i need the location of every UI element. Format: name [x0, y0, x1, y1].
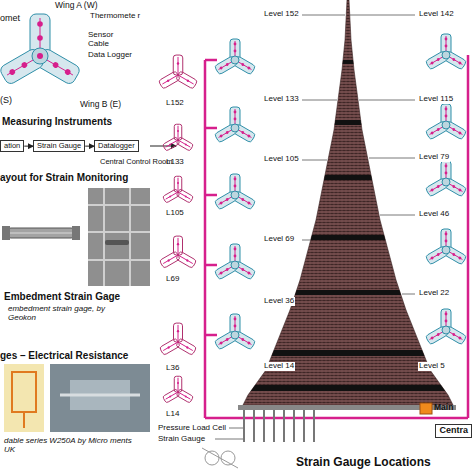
box-text: Datalogger: [98, 142, 135, 150]
instrument-label: Pressure Load Cell: [158, 424, 226, 433]
section-caption: ges – Electrical Resistance: [0, 350, 128, 361]
plan-annotation: Wing A (W): [55, 1, 98, 10]
room-box: Centra: [435, 424, 472, 438]
box-text: Centra: [439, 426, 468, 436]
process-box: Datalogger: [94, 140, 139, 152]
plan-level-tag: L14: [166, 410, 179, 419]
figure-caption: Strain Gauge Locations: [296, 456, 431, 469]
room-label: Main: [434, 403, 453, 412]
section-caption: Measuring Instruments: [2, 116, 112, 127]
plan-annotation: Thermomete r: [90, 12, 142, 21]
level-label: Level 14: [263, 362, 295, 371]
plan-level-tag: L69: [166, 275, 179, 284]
level-label: Level 79: [418, 153, 450, 162]
box-text: ation: [4, 142, 20, 150]
level-label: Level 105: [263, 155, 300, 164]
level-label: Level 152: [263, 10, 300, 19]
flow-arrow: [85, 146, 94, 147]
level-label: Level 69: [263, 235, 295, 244]
level-label: Level 133: [263, 95, 300, 104]
plan-level-tag: L133: [166, 158, 184, 167]
plan-level-tag: L36: [166, 364, 179, 373]
plan-annotation: omet: [0, 14, 20, 24]
plan-level-tag: L152: [166, 99, 184, 108]
level-label: Level 142: [418, 10, 455, 19]
plan-level-tag: L105: [166, 209, 184, 218]
section-caption: Embedment Strain Gage: [4, 291, 120, 302]
level-label: Level 46: [418, 210, 450, 219]
plan-annotation: Sensor Cable: [88, 31, 122, 49]
level-label: Level 36: [263, 297, 295, 306]
section-caption: embedment strain gage, by Geokon: [8, 305, 116, 323]
level-label: Level 22: [418, 289, 450, 298]
plan-annotation: Wing B (E): [80, 100, 121, 109]
process-box: ation: [0, 140, 24, 152]
flow-annotation: Central Control Room: [100, 158, 173, 166]
section-caption: ayout for Strain Monitoring: [0, 172, 128, 183]
process-box: Strain Gauge: [33, 140, 85, 152]
flow-arrow: [24, 146, 33, 147]
box-text: Strain Gauge: [37, 142, 81, 150]
instrument-label: Strain Gauge: [158, 435, 205, 444]
level-label: Level 115: [418, 95, 454, 104]
plan-annotation: Data Logger: [88, 51, 132, 60]
section-caption: dable series W250A by Micro ments UK: [4, 437, 134, 455]
plan-annotation: (S): [0, 96, 12, 106]
level-label: Level 5: [418, 362, 446, 371]
